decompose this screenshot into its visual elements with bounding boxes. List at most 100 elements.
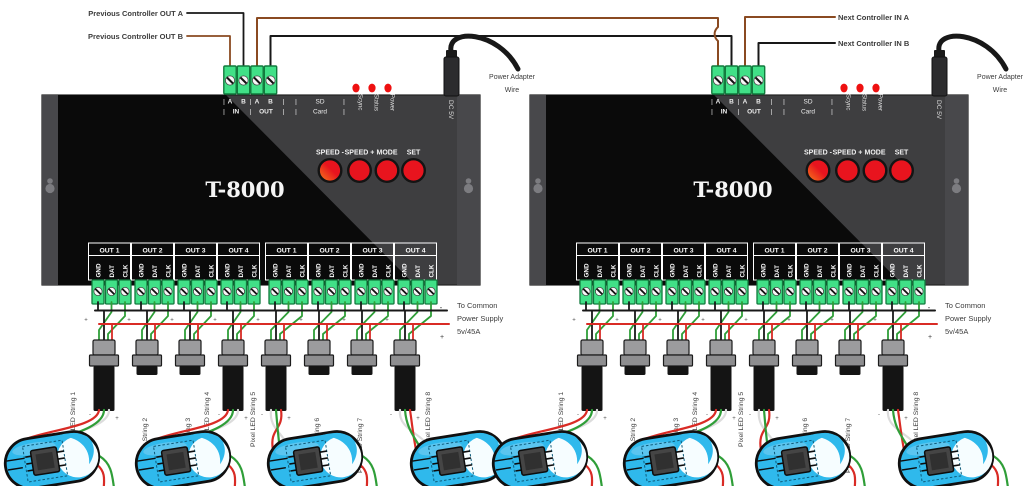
- controller-1-string-3-connector-collar: [174, 354, 206, 367]
- plus-mark: +: [84, 318, 88, 324]
- controller-2-button-label: SPEED -: [804, 150, 833, 157]
- controller-1-port-5-pin-label: DAT: [286, 265, 293, 278]
- controller-2-pixel-module-4: [897, 430, 1015, 486]
- next-controller-in-a-label: Next Controller IN A: [838, 13, 910, 22]
- pixel-trace: [625, 457, 644, 462]
- controller-1-port-4-pin-label: GND: [225, 263, 232, 277]
- plus-mark: +: [603, 416, 607, 422]
- controller-2-string-1-connector-cap: [580, 339, 604, 356]
- screw-slot-icon: [223, 288, 231, 295]
- controller-2-string-7-connector-collar: [834, 354, 866, 367]
- controller-2-port-5-label: OUT 1: [764, 248, 784, 255]
- chip-pin: [157, 462, 164, 465]
- controller-1-button-label: SPEED -: [316, 150, 345, 157]
- controller-2-speed-plus-button: [835, 157, 861, 183]
- controller-1-string-2-connector-body: [136, 366, 158, 375]
- clk-wire: [150, 301, 169, 343]
- controller-2-io-pin-label: B: [729, 99, 734, 106]
- chip-pin: [544, 450, 552, 453]
- screw-slot-icon: [741, 76, 749, 85]
- controller-2-string-1-connector-collar: [576, 354, 608, 367]
- dat-wire: [227, 301, 242, 343]
- controller-1-mode-button: [374, 157, 400, 183]
- prev-out-a-wire: [186, 12, 245, 76]
- screw-slot-icon: [371, 288, 378, 295]
- chip-pin: [952, 464, 961, 467]
- controller-1-port-8-pin-label: GND: [402, 263, 409, 277]
- plus-mark: +: [299, 318, 303, 324]
- controller-1-port-7-pin-label: GND: [359, 263, 366, 277]
- pixel-out-green-wire: [229, 455, 252, 486]
- divider-glyph: |: [711, 109, 713, 116]
- chip-pin: [158, 469, 165, 472]
- controller-2-string-8-label: Pixel LED String 8: [913, 392, 920, 447]
- plus-mark: +: [732, 416, 736, 422]
- controller-2-port-6-pin-label: GND: [804, 263, 811, 277]
- screw-slot-icon: [237, 288, 244, 295]
- screw-slot-icon: [725, 288, 732, 295]
- controller-1-power-supply-label: Power Supply: [457, 314, 504, 323]
- chip-pin: [644, 455, 651, 458]
- controller-2-port-8-label: OUT 4: [893, 248, 913, 255]
- next-controller-in-b-label: Next Controller IN B: [838, 39, 910, 48]
- pixel-trace: [626, 466, 642, 471]
- controller-1-port-2-label: OUT 2: [142, 248, 162, 255]
- controller-1-set-button: [401, 157, 427, 183]
- chip-pin: [646, 469, 653, 472]
- controller-2-string-3-connector-cap: [666, 339, 690, 356]
- controller-2-keyhole-icon: [953, 178, 960, 184]
- plus-mark: +: [127, 318, 131, 324]
- controller-2-port-2-label: OUT 2: [630, 248, 650, 255]
- controller-2-port-1-label: OUT 1: [587, 248, 607, 255]
- screw-slot-icon: [271, 288, 279, 295]
- controller-1-port-1-pin-label: DAT: [109, 265, 116, 278]
- pixel-trace: [757, 457, 776, 462]
- controller-1-speed-minus-button: [317, 157, 343, 183]
- screw-slot-icon: [727, 76, 736, 85]
- controller-2-power-adapter-label: Wire: [993, 87, 1007, 94]
- controller-1-port-1-pin-label: CLK: [123, 264, 130, 277]
- pixel-out-green-wire: [717, 455, 740, 486]
- chip-pin: [188, 457, 196, 460]
- chip-pin: [513, 455, 520, 458]
- pixel-chip-die: [298, 451, 318, 471]
- controller-1-led-label: Status: [373, 94, 379, 111]
- controller-1-port-8-label: OUT 4: [405, 248, 425, 255]
- pixel-out-red-wire: [227, 463, 240, 486]
- controller-2-string-5-connector-cap: [752, 339, 776, 356]
- controller-2-string-4-connector-body: [710, 366, 732, 411]
- controller-2-led-label: Status: [861, 94, 867, 111]
- clk-wire: [107, 301, 126, 343]
- pixel-out-green-wire: [586, 455, 609, 486]
- pixel-lens-rim: [807, 433, 845, 465]
- controller-2-port-8-pin-label: DAT: [903, 265, 910, 278]
- controller-1-keyhole-icon: [45, 183, 55, 194]
- controller-1-string-8-connector-body: [394, 366, 416, 411]
- minus-mark: -: [218, 412, 220, 418]
- controller-2-supply-plus-mark: +: [928, 334, 932, 341]
- divider-glyph: |: [783, 99, 785, 106]
- plus-mark: +: [416, 416, 420, 422]
- pixel-trace: [138, 466, 154, 471]
- chip-pin: [463, 457, 471, 460]
- chip-pin: [25, 455, 32, 458]
- divider-glyph: |: [283, 109, 285, 116]
- pixel-chip-die: [441, 451, 461, 471]
- clk-wire: [681, 301, 700, 343]
- chip-pin: [432, 462, 439, 465]
- clk-wire: [724, 301, 743, 343]
- controller-1-pixel-module-1: [3, 430, 121, 486]
- chip-pin: [433, 469, 440, 472]
- controller-1-port-5-pin-label: GND: [273, 263, 280, 277]
- plus-mark: +: [775, 416, 779, 422]
- dat-wire: [98, 301, 113, 343]
- controller-1-sd-label: SD: [315, 99, 324, 106]
- screw-slot-icon: [314, 288, 322, 295]
- rs485-a-link-wire: [256, 17, 719, 76]
- dat-wire: [141, 301, 156, 343]
- pixel-lens-rim: [544, 433, 582, 465]
- divider-glyph: |: [771, 99, 773, 106]
- screw-slot-icon: [652, 288, 660, 295]
- pixel-out-red-wire: [359, 463, 372, 486]
- controller-1-port-2-pin-label: DAT: [152, 265, 159, 278]
